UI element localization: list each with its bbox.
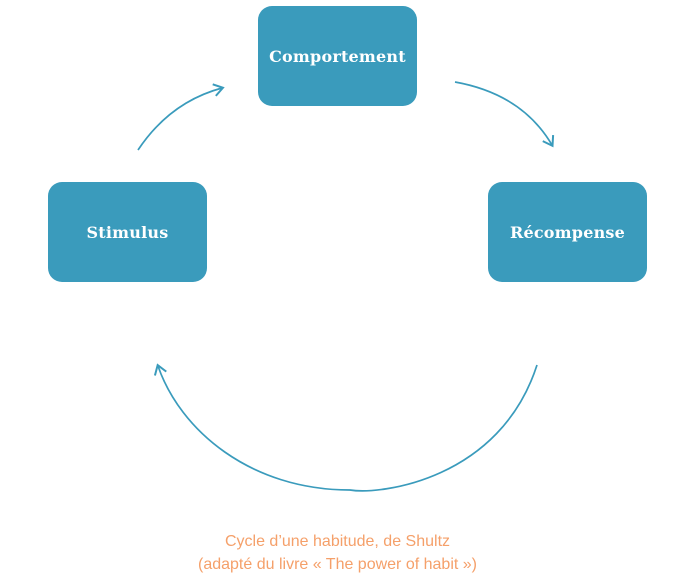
node-stimulus: Stimulus: [48, 182, 207, 282]
node-recompense: Récompense: [488, 182, 647, 282]
node-comportement: Comportement: [258, 6, 417, 106]
node-stimulus-label: Stimulus: [86, 222, 169, 242]
node-recompense-label: Récompense: [509, 222, 625, 242]
caption-title: Cycle d’une habitude, de Shultz: [224, 533, 451, 550]
node-comportement-label: Comportement: [269, 46, 406, 66]
arrow-comportement-to-recompense: [454, 81, 555, 148]
arrow-stimulus-to-comportement: [137, 83, 225, 151]
caption-source: (adapté du livre « The power of habit »): [198, 556, 477, 573]
arrow-recompense-to-stimulus: [153, 363, 538, 492]
